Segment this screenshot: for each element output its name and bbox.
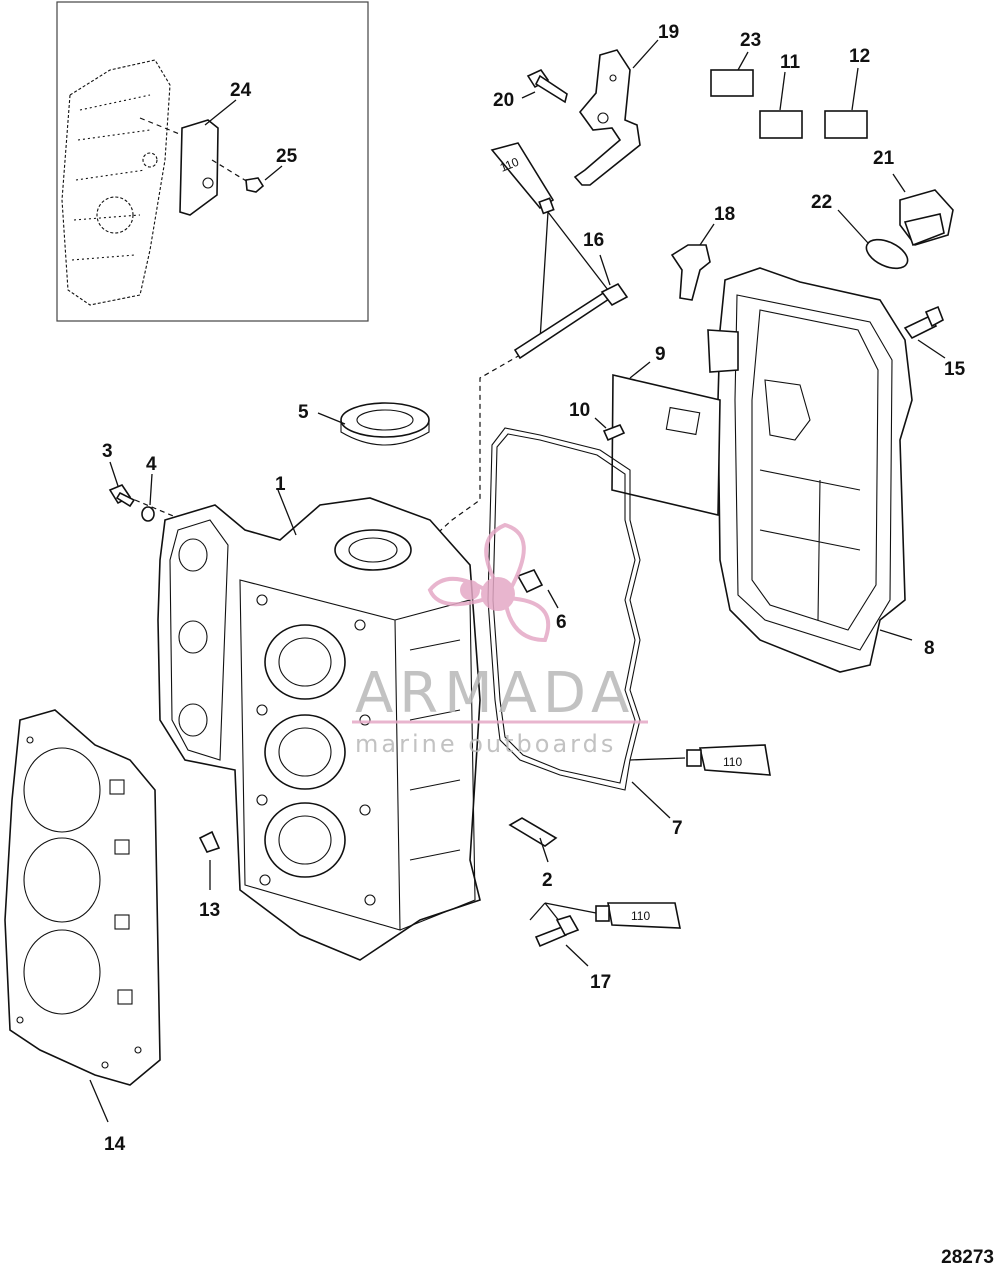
plug-21[interactable]	[892, 173, 954, 247]
callout-16: 16	[583, 230, 604, 251]
figure-number: 28273	[941, 1247, 994, 1268]
inset-screw[interactable]	[245, 177, 265, 193]
callout-10: 10	[569, 400, 590, 421]
callout-23: 23	[740, 30, 761, 51]
screw-15[interactable]	[903, 305, 946, 359]
cylinder-head-1[interactable]	[157, 489, 481, 961]
sealant-label-bottom: 110	[631, 909, 650, 923]
box-12	[824, 110, 868, 139]
cover-8[interactable]	[707, 267, 913, 673]
callout-14: 14	[104, 1134, 126, 1155]
head-gasket-14[interactable]	[4, 709, 161, 1123]
box-23	[710, 69, 754, 97]
watermark-title: ARMADA	[355, 661, 635, 726]
callout-25: 25	[276, 146, 298, 167]
callout-17: 17	[590, 972, 611, 993]
bolt-3[interactable]	[108, 461, 136, 508]
sealant-tube-bottom: 110	[529, 902, 681, 929]
callout-6: 6	[556, 612, 567, 633]
callout-13: 13	[199, 900, 220, 921]
bracket-19[interactable]	[573, 39, 659, 186]
watermark-subtitle: marine outboards	[355, 730, 616, 758]
bolt-20[interactable]	[521, 68, 568, 104]
callout-19: 19	[658, 22, 679, 43]
callout-5: 5	[298, 402, 309, 423]
dowel-6[interactable]	[516, 569, 559, 609]
inset-cover-plate[interactable]	[179, 119, 219, 216]
o-ring-22[interactable]	[862, 234, 912, 274]
callout-20: 20	[493, 90, 514, 111]
callout-2: 2	[542, 870, 553, 891]
plate-9[interactable]	[611, 361, 721, 517]
sealant-tube-right: 110	[629, 744, 771, 776]
watermark: ARMADA marine outboards	[352, 522, 648, 758]
callout-7: 7	[672, 818, 683, 839]
callout-12: 12	[849, 46, 870, 67]
inset-view	[56, 1, 369, 322]
callout-15: 15	[944, 359, 966, 380]
dowel-2[interactable]	[508, 817, 558, 863]
callout-4: 4	[146, 454, 157, 475]
callout-18: 18	[714, 204, 735, 225]
screw-10[interactable]	[594, 417, 626, 442]
washer-4[interactable]	[141, 473, 155, 522]
callout-24: 24	[230, 80, 252, 101]
seal-5[interactable]	[317, 402, 430, 446]
dowel-13[interactable]	[198, 830, 221, 890]
callout-21: 21	[873, 148, 895, 169]
bolt-17[interactable]	[534, 915, 589, 967]
callout-11: 11	[780, 52, 801, 73]
elbow-18[interactable]	[670, 223, 715, 301]
callout-1: 1	[275, 474, 286, 495]
callout-9: 9	[655, 344, 666, 365]
sealant-label-top: 110	[498, 155, 521, 175]
callout-8: 8	[924, 638, 935, 659]
callout-3: 3	[102, 441, 113, 462]
bolt-16[interactable]	[513, 254, 629, 360]
callout-22: 22	[811, 192, 832, 213]
gasket-7[interactable]	[487, 427, 641, 791]
sealant-label-right: 110	[723, 755, 742, 769]
box-11	[759, 110, 803, 139]
sealant-tube-top: 110	[490, 142, 609, 341]
